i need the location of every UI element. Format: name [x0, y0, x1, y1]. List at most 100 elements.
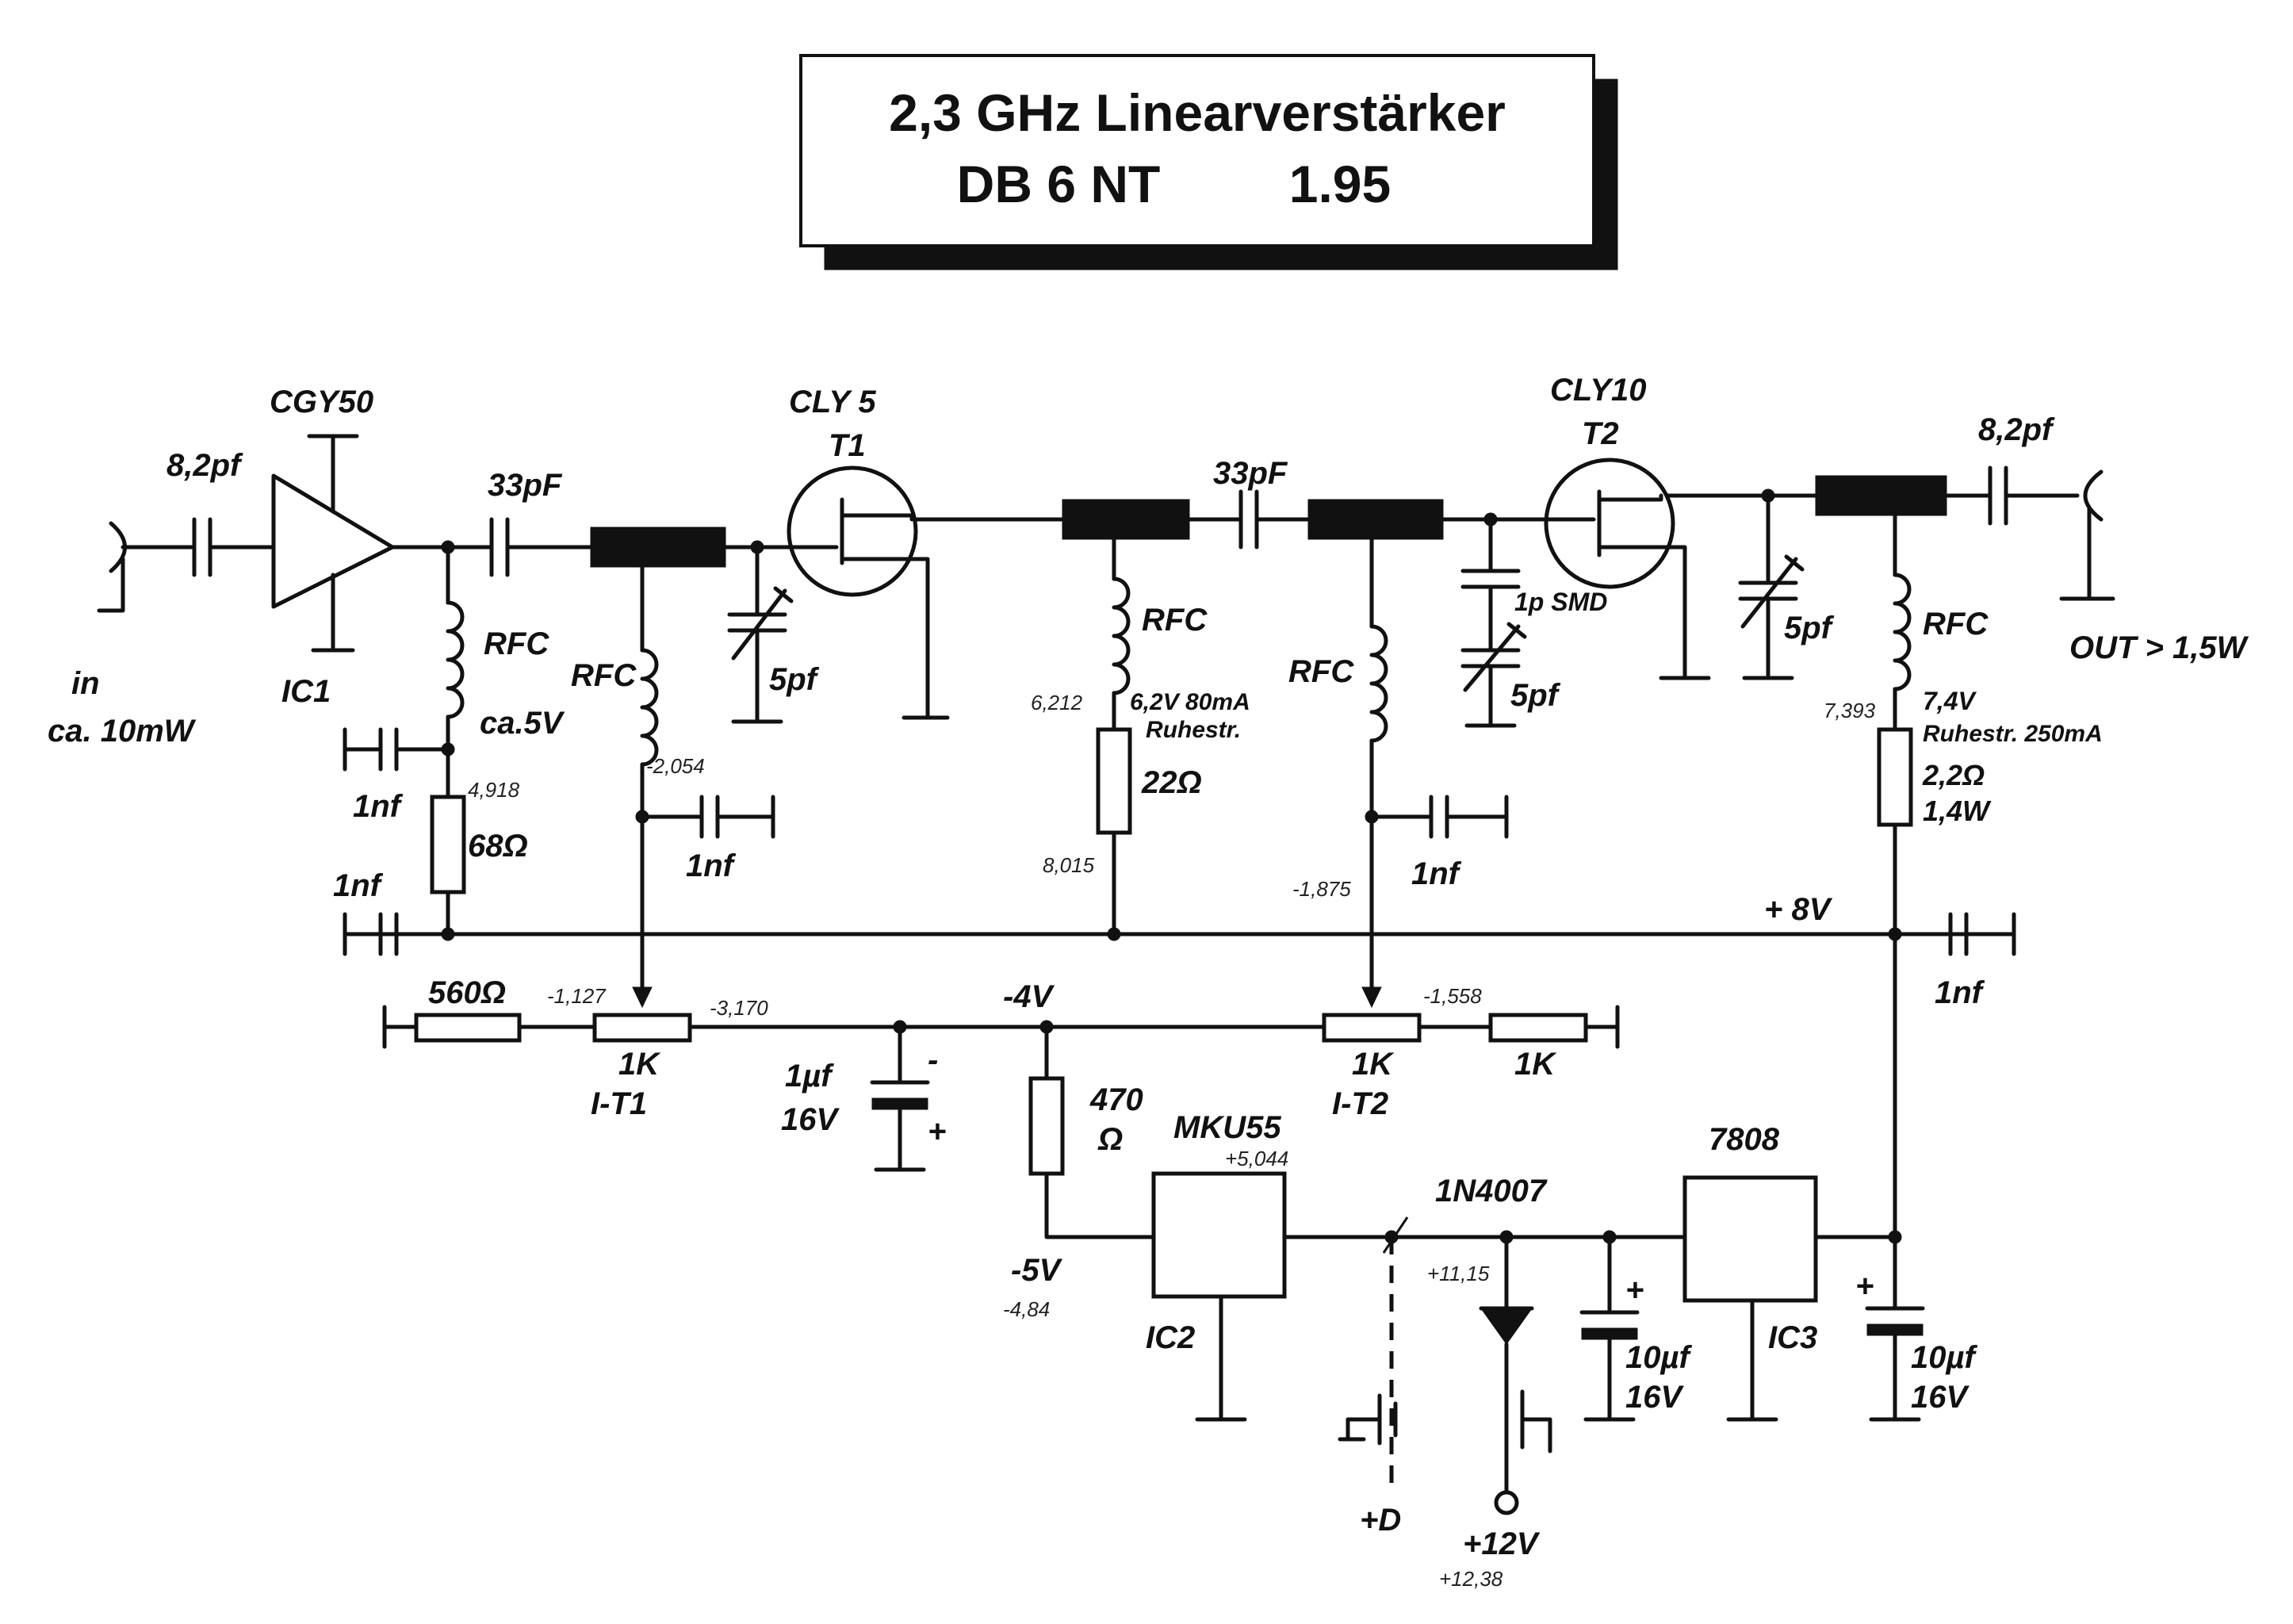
c1uf-plus-label: +	[928, 1114, 946, 1149]
protection-diode: +12V +12,38	[1439, 1235, 1552, 1591]
r22-label: 22Ω	[1141, 765, 1202, 800]
measured-v4: 8,015	[1043, 853, 1095, 877]
stripline-2	[1062, 499, 1190, 540]
electrolytic-1uf: 1µf 16V - +	[781, 1025, 946, 1172]
rfc2-label: RFC	[571, 658, 637, 693]
t1-ref-label: T1	[829, 428, 866, 463]
t1-bias-label: 6,2V 80mA	[1130, 689, 1250, 715]
trim1-label: 5pf	[769, 662, 820, 697]
t1-gate-trimmer: 5pf	[727, 540, 820, 724]
input-connector: in ca. 10mW	[48, 521, 197, 749]
c1uf-minus-label: -	[928, 1043, 938, 1078]
t2-type-label: CLY10	[1550, 373, 1647, 408]
measured-v2: -2,054	[646, 754, 705, 778]
t2-bias-label: 7,4V	[1923, 687, 1977, 715]
ic1-ref-label: IC1	[281, 674, 331, 709]
diode-type-label: 1N4007	[1435, 1174, 1548, 1208]
r68-label: 68Ω	[468, 829, 528, 864]
t2-drain-trimmer: 5pf	[1738, 488, 1835, 680]
ic3-regulator: 7808 IC3	[1682, 1122, 1902, 1422]
pot2-ref-label: I-T2	[1332, 1086, 1388, 1121]
electrolytic-10uf-a: + 10µf 16V	[1579, 1235, 1693, 1422]
c10uf-b-plus-label: +	[1855, 1269, 1874, 1304]
ic1-type-label: CGY50	[270, 385, 373, 419]
t2-ref-label: T2	[1582, 416, 1619, 451]
t2-transistor: CLY10 T2	[1544, 373, 1711, 680]
c1uf-voltage-label: 16V	[781, 1102, 840, 1137]
ic3-ref-label: IC3	[1768, 1320, 1817, 1355]
rfc3-label: RFC	[1142, 603, 1208, 638]
input-label: in	[71, 666, 100, 701]
coupling-capacitor-33pf-b: 33pF	[1213, 456, 1288, 550]
rfc4-label: RFC	[1288, 654, 1354, 689]
t1-gate-bias-branch: RFC -2,054 1nf	[571, 565, 775, 1009]
minus4v-label: -4V	[1003, 979, 1055, 1014]
t1-drain-bias-branch: RFC 6,212 6,2V 80mA Ruhestr. 22Ω 8,015	[1031, 537, 1250, 936]
ic1-bias-branch: RFC ca.5V 4,918 1nf 68Ω	[343, 540, 565, 936]
cap-1nf-c-label: 1nf	[1411, 856, 1462, 891]
stripline-1	[590, 527, 726, 568]
input-power-label: ca. 10mW	[48, 714, 197, 749]
r470-label: 470	[1089, 1082, 1143, 1117]
measured-v13: +12,38	[1439, 1567, 1503, 1591]
measured-v9: -1,558	[1423, 984, 1482, 1008]
input-cap-label: 8,2pf	[167, 448, 243, 483]
measured-v3: 6,212	[1031, 691, 1083, 714]
stripline-4	[1815, 475, 1947, 516]
c10uf-a-label: 10µf	[1625, 1340, 1693, 1375]
pot1-ref-label: I-T1	[591, 1086, 647, 1121]
cap-1psmd-label: 1p SMD	[1514, 588, 1607, 616]
measured-v5: -1,875	[1292, 877, 1351, 901]
ic1-amplifier: CGY50 IC1	[270, 385, 395, 709]
title-callsign: DB 6 NT	[957, 155, 1161, 213]
plusd-link: +D	[1338, 1237, 1401, 1538]
measured-v8: -3,170	[710, 996, 768, 1020]
cap-1nf-d-label: 1nf	[333, 868, 384, 903]
plus12v-label: +12V	[1463, 1526, 1541, 1561]
t2-gate-bias-branch: RFC 1nf -1,875	[1288, 537, 1509, 1009]
c10uf-b-voltage-label: 16V	[1911, 1380, 1970, 1415]
title-box: 2,3 GHz Linearverstärker DB 6 NT 1.95	[799, 54, 1618, 270]
t2-drain-bias-branch: RFC 7,393 7,4V Ruhestr. 250mA 2,2Ω 1,4W	[1824, 513, 2103, 1239]
cap-1nf-e-label: 1nf	[1935, 975, 1985, 1010]
t1-ruhestr-label: Ruhestr.	[1146, 717, 1241, 743]
electrolytic-10uf-b: + 10µf 16V	[1855, 1235, 1978, 1422]
r470-unit-label: Ω	[1097, 1122, 1123, 1157]
minus5v-label: -5V	[1011, 1253, 1063, 1288]
title-date: 1.95	[1289, 155, 1391, 213]
measured-v12: +11,15	[1427, 1262, 1490, 1285]
coupling-capacitor-33pf-a: 33pF	[488, 468, 563, 577]
trim2-label: 5pf	[1510, 678, 1561, 713]
trim3-label: 5pf	[1784, 611, 1835, 645]
output-label: OUT > 1,5W	[2069, 630, 2249, 665]
ic2-ref-label: IC2	[1146, 1320, 1195, 1355]
pot1-value-label: 1K	[618, 1047, 661, 1082]
t1-transistor: CLY 5 T1	[787, 385, 950, 720]
pot2-value-label: 1K	[1352, 1047, 1395, 1082]
title-line1: 2,3 GHz Linearverstärker	[889, 83, 1506, 142]
plusd-label: +D	[1360, 1503, 1401, 1538]
t2-gate-capacitors: 1p SMD 5pf	[1460, 512, 1607, 728]
ic3-type-label: 7808	[1709, 1122, 1780, 1157]
plus8v-rail: 1nf + 8V 1nf	[333, 868, 2016, 1010]
cap-1nf-a-label: 1nf	[353, 789, 404, 824]
c1uf-label: 1µf	[785, 1059, 834, 1094]
ic2-converter: MKU55 +5,044 IC2	[1146, 1110, 1288, 1422]
r22b-label: 2,2Ω	[1922, 759, 1985, 791]
r22b-watt-label: 1,4W	[1923, 795, 1992, 827]
c10uf-a-plus-label: +	[1625, 1273, 1644, 1308]
cap-1nf-b-label: 1nf	[686, 848, 737, 883]
r470-branch: 470 Ω -5V -4,84	[1003, 1025, 1156, 1321]
stripline-3	[1307, 499, 1444, 540]
measured-v1: 4,918	[468, 778, 520, 802]
c10uf-a-voltage-label: 16V	[1625, 1380, 1684, 1415]
t2-ruhestr-label: Ruhestr. 250mA	[1923, 721, 2103, 747]
t1-type-label: CLY 5	[789, 385, 876, 419]
c10uf-b-label: 10µf	[1911, 1340, 1978, 1375]
ca5v-label: ca.5V	[480, 706, 565, 741]
bias-network: 560Ω -1,127 -3,170 1K I-T1 -4V -1,558 1K…	[382, 975, 1620, 1121]
measured-v10: +5,044	[1225, 1147, 1288, 1170]
input-capacitor: 8,2pf	[167, 448, 243, 577]
cap-33pf-b-label: 33pF	[1213, 456, 1288, 491]
